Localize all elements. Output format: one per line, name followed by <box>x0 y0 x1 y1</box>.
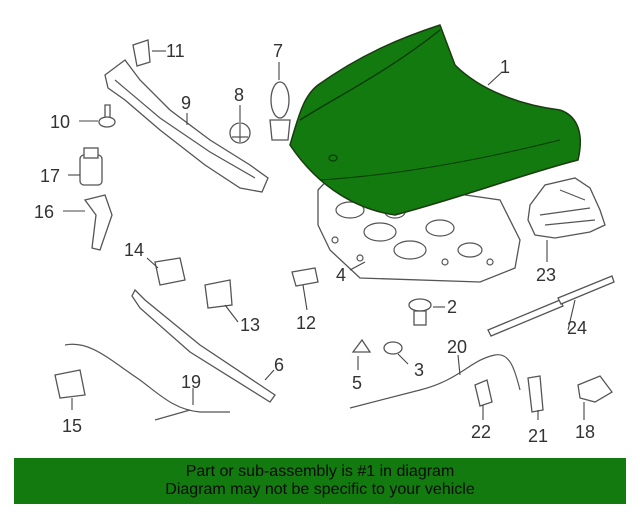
release-cable-19 <box>64 343 230 421</box>
callout-13: 13 <box>240 315 260 335</box>
banner-line-1: Part or sub-assembly is #1 in diagram <box>185 463 455 480</box>
callout-3: 3 <box>414 360 424 380</box>
callout-2: 2 <box>447 297 457 317</box>
hood-support-bar <box>104 59 269 193</box>
callout-19: 19 <box>181 372 201 392</box>
bracket-15 <box>54 369 86 399</box>
callout-8: 8 <box>234 85 244 105</box>
callout-14: 14 <box>124 240 144 260</box>
callout-10: 10 <box>50 112 70 132</box>
clip-22 <box>474 379 493 407</box>
callout-24: 24 <box>567 318 587 338</box>
emblem-8 <box>229 122 251 144</box>
clip-11 <box>132 39 151 67</box>
clip-5 <box>351 338 372 353</box>
fitment-notice-banner: Part or sub-assembly is #1 in diagram Di… <box>14 458 626 504</box>
callout-20: 20 <box>447 337 467 357</box>
bracket-21 <box>527 375 544 413</box>
hood-hinge <box>527 177 606 239</box>
callout-22: 22 <box>471 422 491 442</box>
callout-12: 12 <box>296 313 316 333</box>
callout-16: 16 <box>34 202 54 222</box>
callout-5: 5 <box>352 373 362 393</box>
callout-21: 21 <box>528 426 548 446</box>
clip-13 <box>204 279 233 309</box>
clip-3 <box>383 341 403 355</box>
callout-6: 6 <box>274 355 284 375</box>
parts-diagram: 1 2 3 4 5 6 7 8 9 10 11 12 13 14 15 16 1… <box>34 24 615 446</box>
bracket-16 <box>83 194 113 251</box>
hood-panel-highlighted <box>289 24 582 216</box>
callout-23: 23 <box>536 265 556 285</box>
callout-1: 1 <box>500 57 510 77</box>
callout-11: 11 <box>166 41 185 61</box>
latch-14 <box>154 257 186 286</box>
bumper-17 <box>79 147 103 186</box>
clip-12 <box>291 267 319 287</box>
callout-15: 15 <box>62 416 82 436</box>
release-cable-20 <box>349 354 521 409</box>
callout-4: 4 <box>336 265 346 285</box>
bumper-2 <box>408 298 432 326</box>
callout-17: 17 <box>40 166 60 186</box>
seal-6 <box>131 288 276 403</box>
latch-18 <box>577 375 613 403</box>
screw-10 <box>98 104 116 128</box>
hood-strut <box>487 275 615 337</box>
callout-7: 7 <box>273 41 283 61</box>
callout-18: 18 <box>575 422 595 442</box>
leader-lines <box>63 50 585 420</box>
hood-ornament-7 <box>269 81 291 141</box>
callout-9: 9 <box>181 93 191 113</box>
banner-line-2: Diagram may not be specific to your vehi… <box>165 481 475 498</box>
